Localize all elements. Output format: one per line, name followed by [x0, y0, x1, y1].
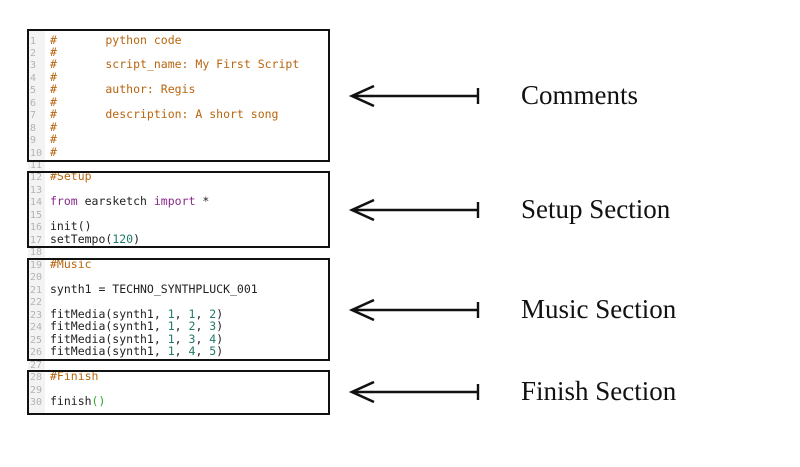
code-text: finish() — [50, 394, 106, 408]
comments-section-box — [27, 29, 330, 162]
line-number: 28 — [30, 372, 43, 383]
code-text: # — [50, 120, 57, 134]
line-number: 4 — [30, 73, 37, 84]
code-text: setTempo(120) — [50, 232, 141, 246]
line-number: 20 — [30, 272, 43, 283]
code-text: synth1 = TECHNO_SYNTHPLUCK_001 — [50, 282, 258, 296]
code-line: 10 # — [30, 146, 57, 160]
line-number: 3 — [30, 60, 37, 71]
line-number: 21 — [30, 285, 43, 296]
code-line: 22 — [30, 295, 46, 308]
setup-arrow — [348, 198, 480, 222]
code-line: 1 # python code — [30, 34, 182, 48]
code-text: # author: Regis — [50, 82, 196, 96]
code-line: 18 — [30, 245, 46, 258]
code-line: 7 # description: A short song — [30, 108, 278, 122]
code-line: 6# — [30, 96, 57, 110]
line-number: 14 — [30, 197, 43, 208]
code-line: 24 fitMedia(synth1, 1, 2, 3) — [30, 320, 223, 334]
finish-section-box — [27, 370, 330, 415]
setup-section-box — [27, 171, 330, 248]
line-number: 17 — [30, 235, 43, 246]
code-line: 28 #Finish — [30, 370, 98, 384]
code-text: # — [50, 70, 57, 84]
code-line: 9# — [30, 133, 57, 147]
code-text: # — [50, 45, 57, 59]
code-text: fitMedia(synth1, 1, 4, 5) — [50, 344, 224, 358]
line-number: 15 — [30, 210, 43, 221]
finish-section-label: Finish Section — [521, 376, 677, 406]
code-line: 16 init() — [30, 220, 92, 234]
music-section-box — [27, 258, 330, 361]
line-number: 10 — [30, 148, 43, 159]
code-text: # description: A short song — [50, 107, 279, 121]
code-line: 30 finish() — [30, 395, 105, 409]
line-number: 18 — [30, 247, 43, 258]
code-text: fitMedia(synth1, 1, 3, 4) — [50, 332, 224, 346]
code-line: 26 fitMedia(synth1, 1, 4, 5) — [30, 345, 223, 359]
code-line: 5 # author: Regis — [30, 83, 195, 97]
comments-arrow — [348, 84, 480, 108]
line-number: 6 — [30, 98, 37, 109]
line-number: 11 — [30, 160, 43, 171]
code-line: 15 — [30, 208, 46, 221]
code-line: 21 synth1 = TECHNO_SYNTHPLUCK_001 — [30, 283, 258, 297]
code-line: 2# — [30, 46, 57, 60]
line-number: 30 — [30, 397, 43, 408]
code-text: # python code — [50, 33, 182, 47]
music-section-label: Music Section — [521, 294, 677, 324]
code-text: from earsketch import * — [50, 194, 210, 208]
code-line: 19 #Music — [30, 258, 92, 272]
line-number: 1 — [30, 36, 37, 47]
line-number: 9 — [30, 135, 37, 146]
code-line: 29 — [30, 383, 46, 396]
line-number: 7 — [30, 110, 37, 121]
line-number: 24 — [30, 322, 43, 333]
line-number: 26 — [30, 347, 43, 358]
code-text: fitMedia(synth1, 1, 2, 3) — [50, 319, 224, 333]
code-line: 27 — [30, 358, 46, 371]
code-text: #Finish — [50, 369, 99, 383]
code-text: fitMedia(synth1, 1, 1, 2) — [50, 307, 224, 321]
code-text: # — [50, 95, 57, 109]
line-number: 27 — [30, 360, 43, 371]
code-text: init() — [50, 219, 92, 233]
line-number-gutter — [28, 30, 45, 414]
line-number: 22 — [30, 297, 43, 308]
code-line: 13 — [30, 183, 46, 196]
code-text: # — [50, 132, 57, 146]
line-number: 2 — [30, 48, 37, 59]
line-number: 23 — [30, 310, 43, 321]
code-text: # script_name: My First Script — [50, 57, 300, 71]
code-line: 3 # script_name: My First Script — [30, 58, 299, 72]
line-number: 19 — [30, 260, 43, 271]
line-number: 25 — [30, 335, 43, 346]
code-line: 14 from earsketch import * — [30, 195, 209, 209]
music-arrow — [348, 298, 480, 322]
code-line: 4# — [30, 71, 57, 85]
line-number: 8 — [30, 123, 37, 134]
code-line: 11 — [30, 158, 46, 171]
code-text: #Music — [50, 257, 92, 271]
line-number: 29 — [30, 385, 43, 396]
code-line: 23 fitMedia(synth1, 1, 1, 2) — [30, 308, 223, 322]
code-line: 20 — [30, 270, 46, 283]
setup-section-label: Setup Section — [521, 194, 671, 224]
finish-arrow — [348, 380, 480, 404]
comments-label: Comments — [521, 80, 639, 110]
line-number: 13 — [30, 185, 43, 196]
line-number: 12 — [30, 172, 43, 183]
code-line: 17 setTempo(120) — [30, 233, 140, 247]
code-line: 8# — [30, 121, 57, 135]
code-text: # — [50, 145, 57, 159]
line-number: 16 — [30, 222, 43, 233]
line-number: 5 — [30, 85, 37, 96]
code-line: 25 fitMedia(synth1, 1, 3, 4) — [30, 333, 223, 347]
